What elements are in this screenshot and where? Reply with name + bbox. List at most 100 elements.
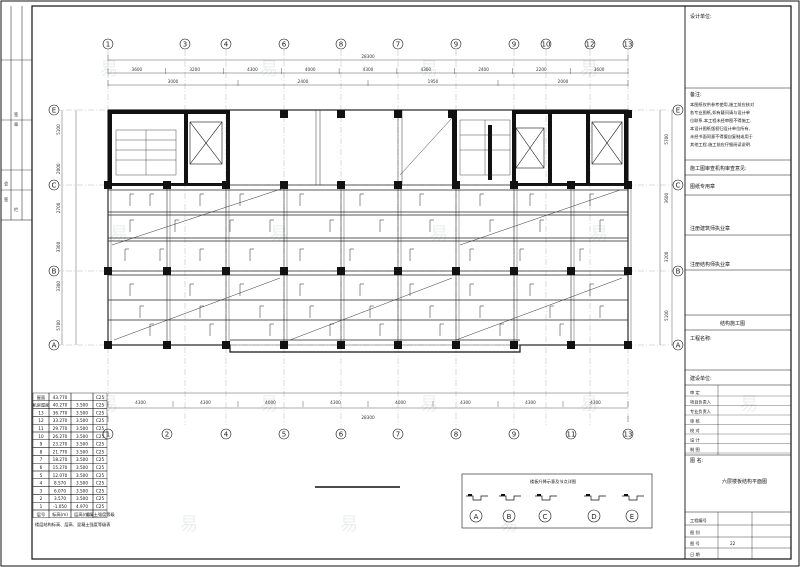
watermark-glyph: 易 <box>430 224 448 245</box>
table-cell: C25 <box>96 426 105 431</box>
column <box>452 181 460 189</box>
project-name-label: 工程名称: <box>690 335 712 342</box>
axis-label: 7 <box>396 430 400 438</box>
table-cell: 12 <box>38 418 44 423</box>
table-cell: 4.970 <box>76 504 88 509</box>
column <box>510 341 518 349</box>
axis-bubble-col-7: 7 <box>392 428 404 440</box>
dimension-label: 2400 <box>298 79 309 84</box>
notes-title: 备注: <box>690 91 702 98</box>
axis-bubble-col-6: 6 <box>335 428 347 440</box>
table-cell: 3.500 <box>76 426 88 431</box>
role-label: 审 定 <box>690 389 700 396</box>
axis-bubble-col-9: 9 <box>508 38 520 50</box>
column <box>280 110 288 118</box>
dimension-label: 4000 <box>265 400 276 405</box>
dimension-label: 3600 <box>594 67 605 72</box>
axis-label: 8 <box>454 430 458 438</box>
axis-bubble-col-3: 3 <box>179 38 191 50</box>
axis-bubble-row-B: B <box>672 265 684 277</box>
legend-title: 楼板升降示意及节点详图 <box>530 478 576 485</box>
dimension-label: 2200 <box>536 67 547 72</box>
dimension-label: 4300 <box>135 400 146 405</box>
dimension-label: 4300 <box>200 400 211 405</box>
table-cell: 3.500 <box>76 481 88 486</box>
role-label: 审 核 <box>690 418 701 425</box>
dimension-label: 5700 <box>56 320 61 331</box>
axis-bubble-col-9: 9 <box>450 38 462 50</box>
table-cell: 3.500 <box>76 449 88 454</box>
column <box>337 267 345 275</box>
table-cell: 9 <box>40 442 43 447</box>
axis-label: E <box>676 106 680 114</box>
column <box>624 181 632 189</box>
table-cell: C25 <box>96 488 105 493</box>
table-cell: 43.770 <box>53 395 68 400</box>
column <box>567 341 575 349</box>
axis-bubble-row-E: E <box>48 104 60 116</box>
watermark-layer: 易易易易易易易易易易易易易易易易 <box>100 59 758 535</box>
table-cell: 40.270 <box>53 403 68 408</box>
column <box>394 110 402 118</box>
elevator-shaft-right <box>515 121 623 169</box>
column <box>104 267 112 275</box>
sheet-no-value: 22 <box>730 541 736 546</box>
watermark-glyph: 易 <box>100 394 118 415</box>
dimension-label: 28300 <box>361 415 375 420</box>
column <box>337 181 345 189</box>
column <box>222 181 230 189</box>
table-cell: 8.570 <box>54 481 66 486</box>
table-cell: 23.270 <box>53 442 68 447</box>
table-cell: C25 <box>96 418 105 423</box>
table-cell: 3.500 <box>76 457 88 462</box>
table-cell: 混凝土强度等级 <box>85 511 115 518</box>
axis-bubble-col-13: 13 <box>622 38 634 50</box>
column <box>337 341 345 349</box>
table-cell: C25 <box>96 434 105 439</box>
dimension-lines <box>61 59 673 409</box>
rebar-marks <box>124 193 604 336</box>
reg-structural-label: 注册结构师执业章 <box>690 261 730 268</box>
building-unit-label: 建设单位: <box>690 375 712 382</box>
role-label: 项目负责人 <box>690 399 712 406</box>
table-cell: 7 <box>40 457 43 462</box>
table-cell: 12.070 <box>53 473 68 478</box>
dimension-label: 3000 <box>168 79 179 84</box>
column <box>452 267 460 275</box>
axis-label: 2 <box>165 430 169 438</box>
watermark-glyph: 易 <box>590 224 608 245</box>
watermark-glyph: 易 <box>580 59 598 80</box>
axis-bubble-row-C: C <box>48 179 60 191</box>
left-signature-strip: 签 章 会 签 栏 <box>1 6 33 221</box>
column <box>104 341 112 349</box>
section-marker-label: D <box>591 513 596 521</box>
axis-label: 8 <box>339 40 343 48</box>
section-marker-label: A <box>474 513 479 521</box>
section-marker-label: C <box>543 513 548 521</box>
sheet-no-label: 图 号 <box>690 541 700 547</box>
stamp-use-label: 图纸专用章 <box>690 183 715 190</box>
drawing-frame <box>31 5 792 560</box>
column <box>280 267 288 275</box>
table-cell: 4 <box>40 481 43 486</box>
axis-bubble-col-6: 6 <box>278 38 290 50</box>
table-cell: 3.500 <box>76 418 88 423</box>
axis-label: 1 <box>106 40 110 48</box>
axis-label: A <box>676 341 681 349</box>
elevator-shaft-left <box>189 121 223 165</box>
axis-bubble-row-A: A <box>672 339 684 351</box>
column <box>163 267 171 275</box>
table-cell: C25 <box>96 496 105 501</box>
floor-plan <box>55 50 680 425</box>
axis-label: 10 <box>542 40 551 48</box>
table-cell: 36.770 <box>53 410 68 415</box>
table-cell: 6 <box>40 465 43 470</box>
column <box>394 181 402 189</box>
section-detail-C: C <box>535 494 557 523</box>
axis-label: 4 <box>224 430 229 438</box>
table-cell: 3 <box>40 488 43 493</box>
